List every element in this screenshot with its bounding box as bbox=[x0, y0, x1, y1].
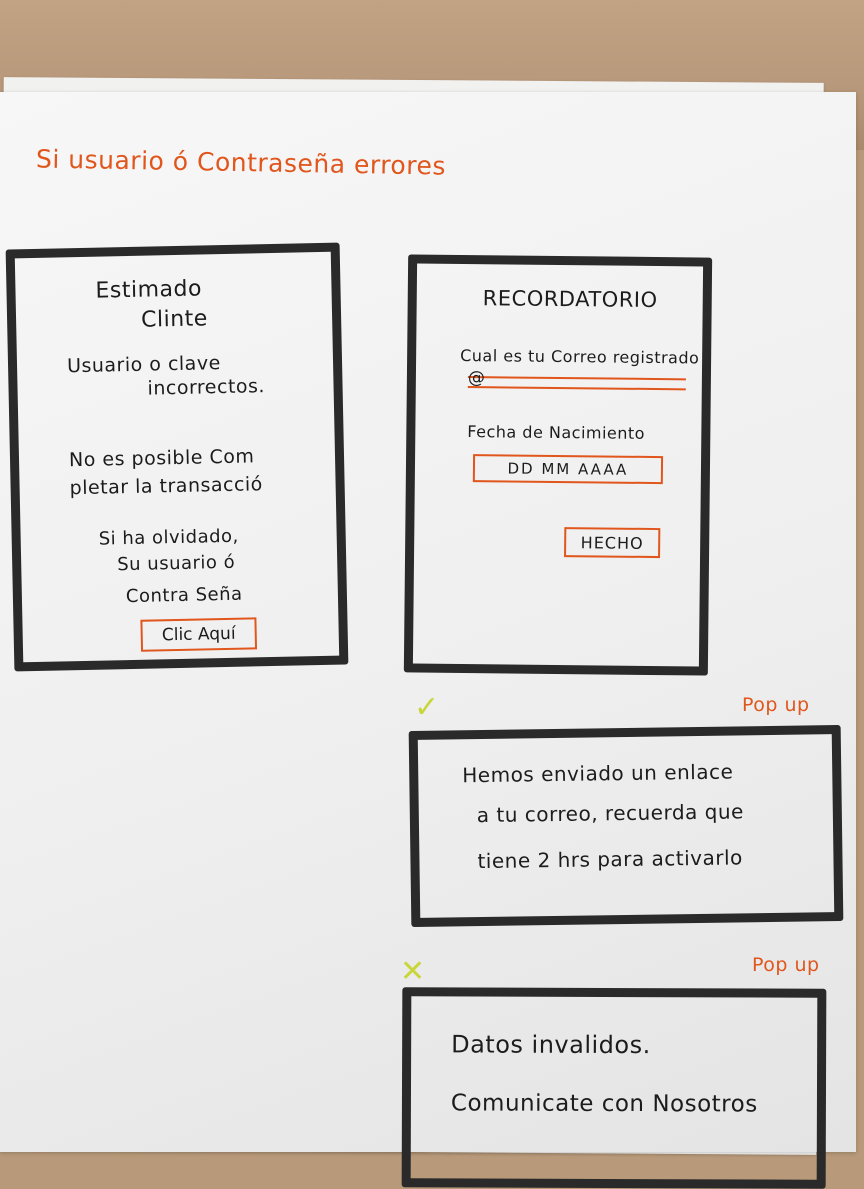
error-screen-frame: Estimado Clinte Usuario o clave incorrec… bbox=[5, 242, 349, 672]
email-input[interactable] bbox=[467, 376, 686, 391]
popup-error-frame: Datos invalidos. Comunicate con Nosotros bbox=[401, 987, 827, 1189]
failure-x-icon: ✕ bbox=[400, 954, 426, 989]
email-input-value: @ bbox=[467, 368, 486, 389]
forgot-line1: Si ha olvidado, bbox=[98, 525, 239, 550]
reminder-screen-frame: RECORDATORIO Cual es tu Correo registrad… bbox=[403, 254, 713, 676]
popup-success-line3: tiene 2 hrs para activarlo bbox=[477, 845, 743, 874]
forgot-line2: Su usuario ó bbox=[117, 551, 236, 576]
email-label: Cual es tu Correo registrado bbox=[460, 345, 700, 368]
error-info-line2: pletar la transacció bbox=[69, 473, 264, 500]
error-message-line2: incorrectos. bbox=[147, 375, 266, 400]
dob-input[interactable]: DD MM AAAA bbox=[472, 454, 664, 485]
paper-sheet bbox=[0, 92, 856, 1152]
reminder-title: RECORDATORIO bbox=[482, 286, 658, 313]
popup-error-tag: Pop up bbox=[752, 954, 820, 976]
done-button[interactable]: HECHO bbox=[564, 527, 661, 559]
error-heading-line1: Estimado bbox=[95, 276, 203, 304]
popup-error-line2: Comunicate con Nosotros bbox=[450, 1090, 758, 1118]
popup-success-line2: a tu correo, recuerda que bbox=[476, 799, 745, 828]
dob-label: Fecha de Nacimiento bbox=[467, 422, 646, 443]
error-heading-line2: Clinte bbox=[140, 306, 209, 333]
error-info-line1: No es posible Com bbox=[68, 445, 255, 472]
click-here-button[interactable]: Clic Aquí bbox=[140, 617, 258, 652]
popup-error-line1: Datos invalidos. bbox=[451, 1030, 651, 1060]
success-check-icon: ✓ bbox=[414, 690, 440, 725]
popup-success-line1: Hemos enviado un enlace bbox=[462, 759, 734, 788]
popup-success-tag: Pop up bbox=[742, 694, 810, 716]
forgot-line3: Contra Seña bbox=[125, 583, 243, 608]
error-message-line1: Usuario o clave bbox=[66, 352, 221, 378]
popup-success-frame: Hemos enviado un enlace a tu correo, rec… bbox=[408, 724, 844, 928]
